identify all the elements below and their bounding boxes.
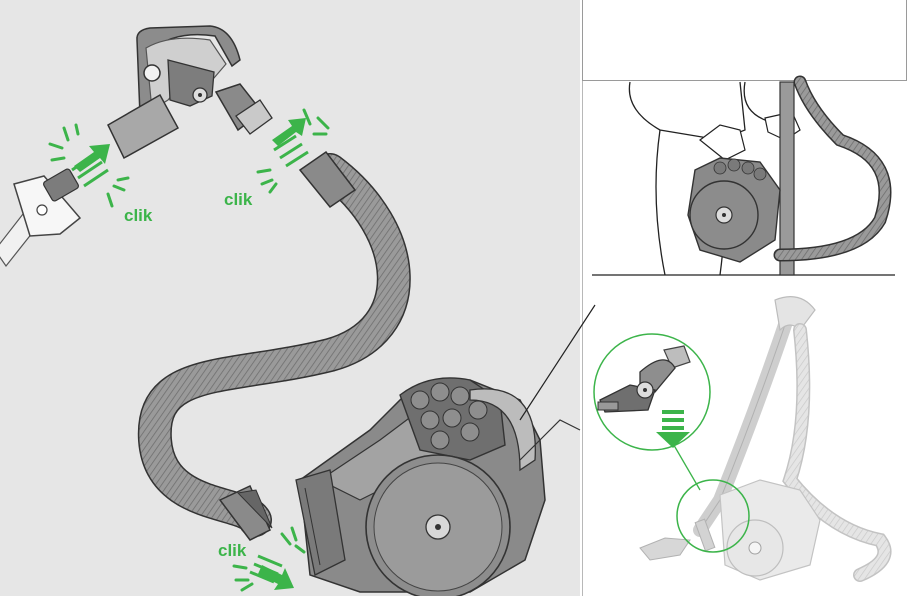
clik-label-2: clik [224, 190, 253, 209]
wand-tube [0, 168, 80, 266]
clik-label-3: clik [218, 541, 247, 560]
arrow-up-right-icon [72, 144, 110, 186]
clik-label-1: clik [124, 206, 153, 225]
arrow-up-right-icon [272, 118, 308, 166]
carry-illustration [592, 82, 895, 275]
vacuum-machine [296, 378, 580, 596]
vacuum-handle [108, 26, 272, 158]
arrow-down-right-icon [250, 556, 294, 590]
callout-line [520, 305, 595, 420]
